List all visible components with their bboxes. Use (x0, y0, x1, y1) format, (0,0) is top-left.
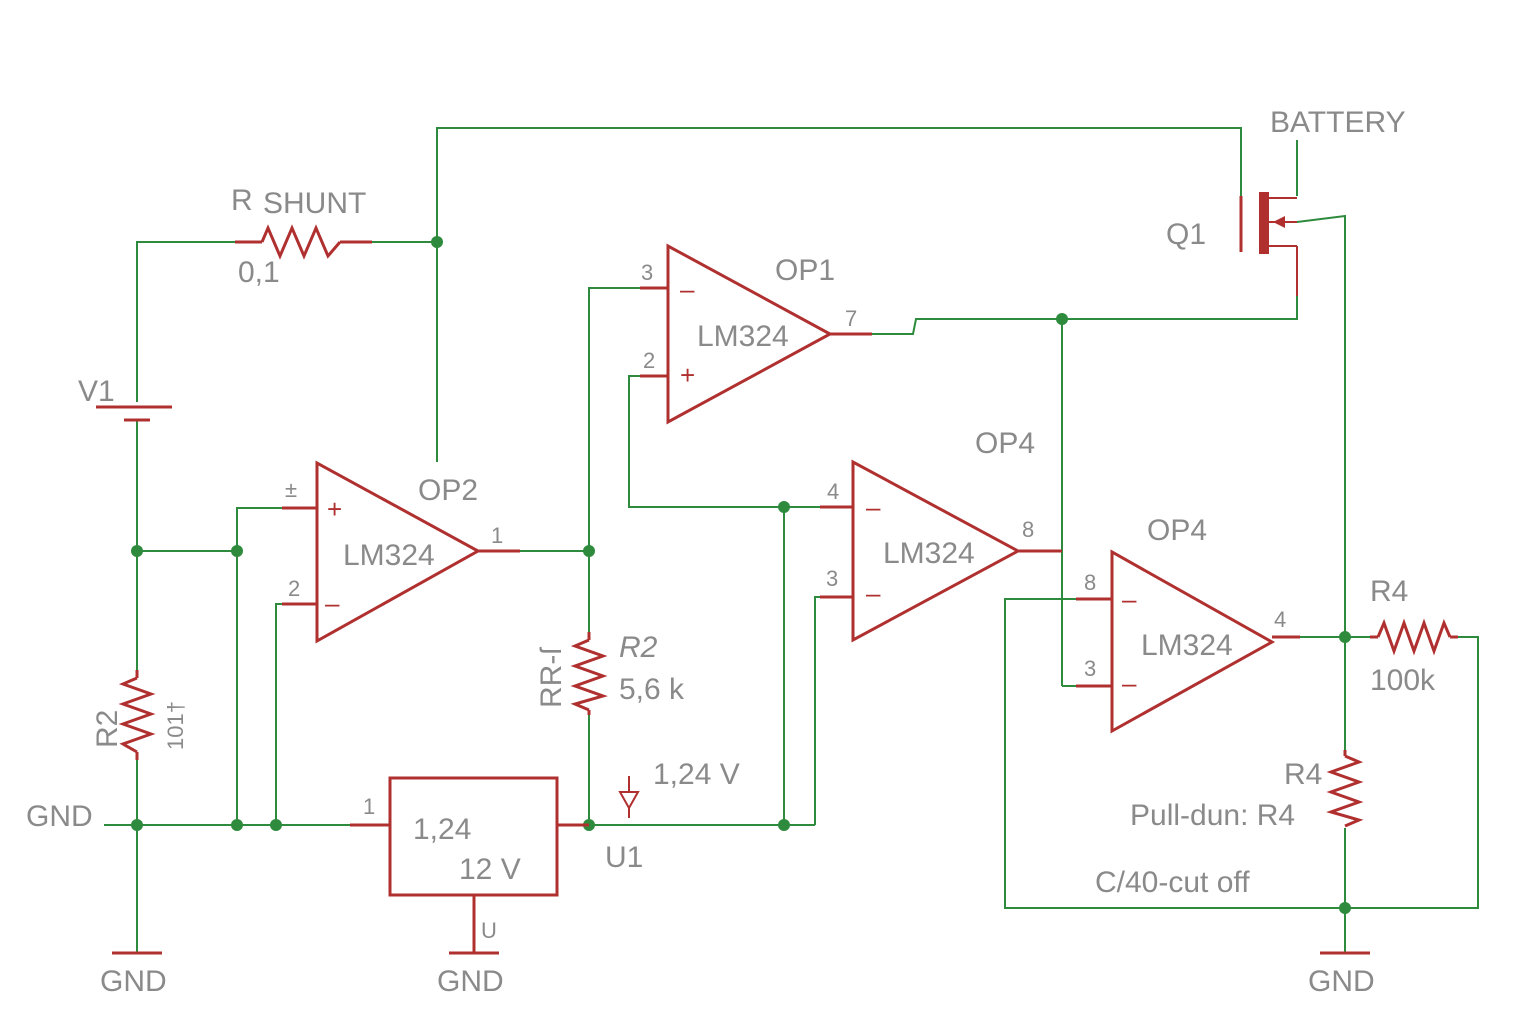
label-u1-name: U1 (605, 841, 643, 874)
labels: BATTERY R SHUNT 0,1 Q1 V1 OP1 OP2 OP4 OP… (26, 106, 1436, 998)
label-q1: Q1 (1166, 218, 1206, 251)
battery-source-v1 (96, 405, 172, 422)
pin-number: 1 (491, 523, 503, 548)
regulator-u1 (350, 776, 589, 953)
svg-text:–: – (1122, 668, 1137, 698)
label-r2-left-name: R2 (91, 710, 124, 748)
wire-op4a-3 (814, 596, 853, 825)
label-r2-mid-ref: RR-ſ (535, 647, 568, 708)
label-r4-top-name: R4 (1370, 575, 1408, 608)
svg-text:–: – (866, 492, 881, 522)
pin-number: ± (285, 477, 297, 502)
pin-number: 8 (1022, 517, 1034, 542)
pin-number: 4 (827, 479, 839, 504)
pin-number: 1 (363, 794, 375, 819)
pin-number: 4 (1274, 607, 1286, 632)
wire-op2-minus (275, 603, 317, 825)
pin-number: 3 (1084, 656, 1096, 681)
pin-number: 7 (845, 306, 857, 331)
junction-dot (778, 819, 790, 831)
junction-dot (778, 501, 790, 513)
label-r4-top-value: 100k (1370, 664, 1436, 697)
pin-number: 3 (641, 260, 653, 285)
resistor-r4-top (1370, 618, 1458, 656)
label-r-shunt-name: SHUNT (263, 187, 366, 220)
junction-dot (583, 545, 595, 557)
wire-op4b-minus (1004, 598, 1479, 909)
pin-number: 8 (1084, 570, 1096, 595)
wire-op1-plus (628, 375, 853, 508)
resistor-r4-bottom (1326, 750, 1364, 828)
label-r-shunt-value: 0,1 (238, 256, 280, 289)
label-op4b-part: LM324 (1141, 629, 1233, 662)
opamp-op4-a: – – (820, 459, 1062, 643)
svg-text:+: + (327, 494, 342, 524)
junction-dot (1339, 902, 1351, 914)
label-op4a-part: LM324 (883, 537, 975, 570)
resistor-r2-mid (570, 632, 608, 715)
label-op4-b: OP4 (1147, 514, 1207, 547)
label-op2: OP2 (418, 474, 478, 507)
label-op4-a: OP4 (975, 427, 1035, 460)
junction-dot (131, 545, 143, 557)
wire-shunt-left (136, 241, 235, 402)
resistor-shunt (235, 224, 372, 260)
resistor-r2-left (118, 670, 156, 760)
junction-dot (1056, 313, 1068, 325)
wire-top-bus (436, 127, 1242, 242)
label-gnd-bottom-right: GND (1308, 965, 1375, 998)
pin-number: U (481, 918, 497, 943)
mosfet-q1 (1239, 192, 1298, 296)
svg-text:–: – (866, 578, 881, 608)
pin-number: 2 (643, 348, 655, 373)
junction-dot (131, 819, 143, 831)
junction-dot (431, 236, 443, 248)
label-r2-left-value: 101† (163, 701, 188, 750)
label-cutoff: C/40-cut off (1095, 866, 1250, 899)
label-op1: OP1 (775, 254, 835, 287)
junction-dot (270, 819, 282, 831)
label-u1-line2: 12 V (459, 853, 521, 886)
pin-number: 3 (826, 566, 838, 591)
opamp-op4-b: – – (1076, 549, 1300, 734)
junction-dot (1339, 631, 1351, 643)
label-r4-bottom-value: Pull-dun: R4 (1130, 799, 1295, 832)
junction-dot (231, 819, 243, 831)
svg-text:–: – (680, 274, 695, 304)
label-battery: BATTERY (1270, 106, 1406, 139)
opamp-op1: – + (640, 243, 872, 425)
opamp-op2: + – (282, 460, 520, 644)
label-op1-part: LM324 (697, 320, 789, 353)
pin-number: 2 (288, 576, 300, 601)
voltage-probe (618, 776, 640, 818)
wire-q1-right (1296, 214, 1346, 750)
label-r-shunt-ref: R (231, 184, 253, 217)
label-r4-bottom-name: R4 (1284, 758, 1322, 791)
svg-text:–: – (325, 588, 340, 618)
wire-op1-out (830, 296, 1298, 335)
label-r2-mid-name: R2 (619, 631, 658, 664)
label-ref-voltage: 1,24 V (653, 758, 740, 791)
label-gnd-left: GND (26, 800, 93, 833)
svg-text:–: – (1122, 584, 1137, 614)
label-op2-part: LM324 (343, 539, 435, 572)
svg-text:+: + (680, 360, 695, 390)
label-r2-mid-value: 5,6 k (619, 673, 685, 706)
label-gnd-bottom-mid: GND (437, 965, 504, 998)
label-v1: V1 (78, 375, 115, 408)
label-u1-line1: 1,24 (413, 813, 471, 846)
label-gnd-bottom-left: GND (100, 965, 167, 998)
junction-dot (231, 545, 243, 557)
